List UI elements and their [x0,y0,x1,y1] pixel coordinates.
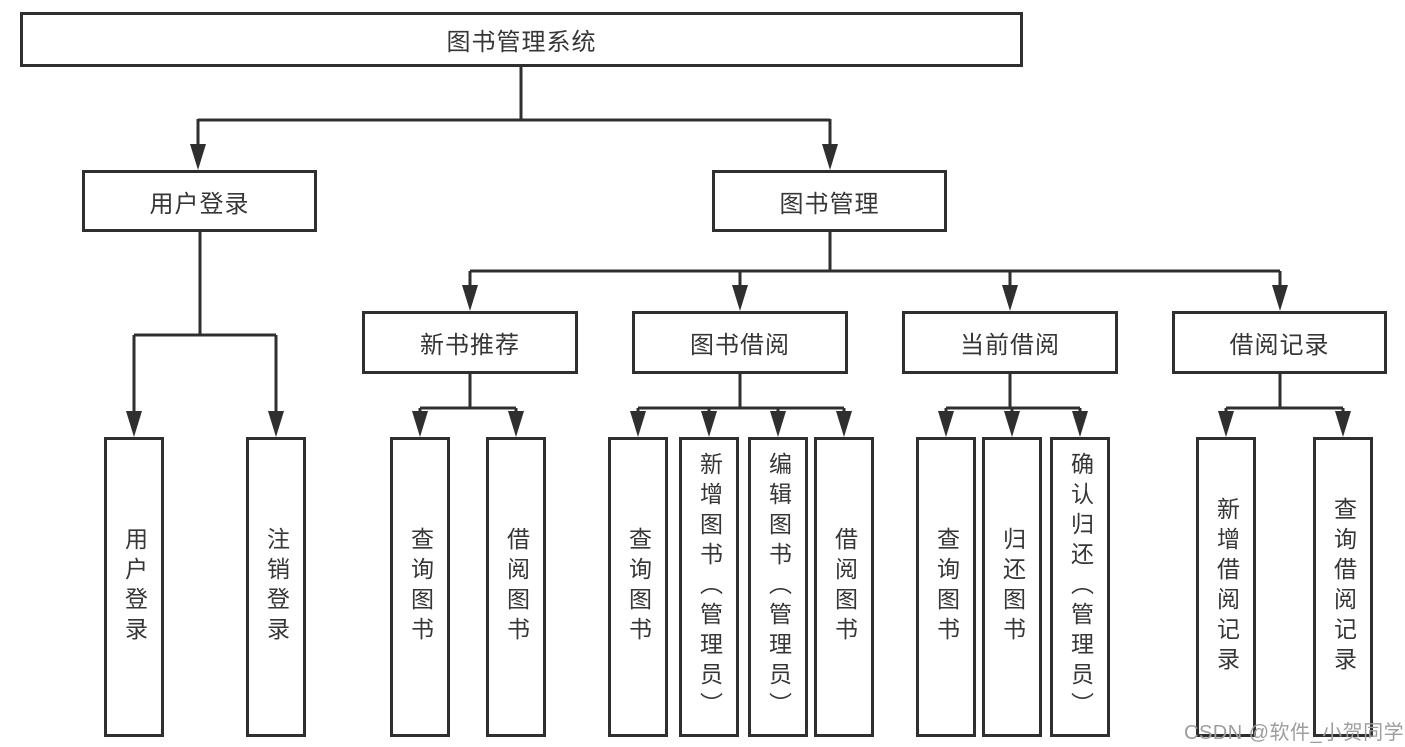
leaf-rec-query-books: 查询图书 [390,437,450,737]
node-label: 图书借阅 [690,332,790,359]
node-label: 确认归还（管理员） [1067,452,1094,722]
node-label: 新增图书（管理员） [696,452,723,722]
leaf-logout: 注销登录 [246,437,306,737]
node-label: 编辑图书（管理员） [765,452,792,722]
connector-user-login-arrowheads [126,411,284,437]
node-label: 注销登录 [263,527,290,647]
leaf-current-return-books: 归还图书 [982,437,1042,737]
node-label: 新书推荐 [420,332,520,359]
connector-book-mgmt-arrowheads [462,285,1288,311]
leaf-record-add-borrow-record: 新增借阅记录 [1196,437,1256,737]
node-label: 查询图书 [933,527,960,647]
node-label: 借阅图书 [831,527,858,647]
node-label: 当前借阅 [960,332,1060,359]
node-label: 用户登录 [149,190,250,218]
node-label: 图书管理系统 [446,29,597,56]
node-current-borrow: 当前借阅 [902,311,1118,374]
connector-book-borrow-lines [636,374,846,412]
leaf-current-query-books: 查询图书 [916,437,976,737]
connector-root-lines [196,67,832,146]
node-label: 借阅记录 [1229,332,1330,359]
csdn-watermark: CSDN @软件_小贺同学 [1184,722,1405,744]
leaf-user-login: 用户登录 [104,437,164,737]
node-book-mgmt: 图书管理 [712,170,947,232]
connector-book-borrow-arrowheads [630,411,852,437]
connector-borrow-record-arrowheads [1218,411,1351,437]
leaf-borrow-edit-books-admin: 编辑图书（管理员） [748,437,808,737]
connector-book-mgmt-lines [468,232,1282,287]
leaf-current-confirm-return-admin: 确认归还（管理员） [1050,437,1110,737]
leaf-borrow-add-books-admin: 新增图书（管理员） [679,437,739,737]
node-root-system: 图书管理系统 [20,12,1023,67]
node-book-borrow: 图书借阅 [632,311,848,374]
leaf-borrow-borrow-books: 借阅图书 [814,437,874,737]
connector-new-book-rec-lines [418,374,518,412]
node-label: 查询图书 [625,527,652,647]
leaf-borrow-query-books: 查询图书 [608,437,668,737]
connector-root-arrowheads [190,144,838,170]
leaf-record-query-borrow-record: 查询借阅记录 [1313,437,1373,737]
connector-current-borrow-arrowheads [938,411,1088,437]
node-new-book-rec: 新书推荐 [362,311,578,374]
node-label: 图书管理 [779,190,880,218]
node-borrow-record: 借阅记录 [1172,311,1387,374]
leaf-rec-borrow-books: 借阅图书 [486,437,546,737]
node-user-login: 用户登录 [82,170,317,232]
connector-borrow-record-lines [1224,374,1345,412]
node-label: 新增借阅记录 [1213,497,1240,677]
node-label: 查询借阅记录 [1330,497,1357,677]
node-label: 查询图书 [407,527,434,647]
node-label: 归还图书 [999,527,1026,647]
node-label: 用户登录 [121,527,148,647]
connector-user-login-lines [132,232,278,412]
node-label: 借阅图书 [503,527,530,647]
connector-new-book-rec-arrowheads [412,411,524,437]
connector-current-borrow-lines [944,374,1082,412]
